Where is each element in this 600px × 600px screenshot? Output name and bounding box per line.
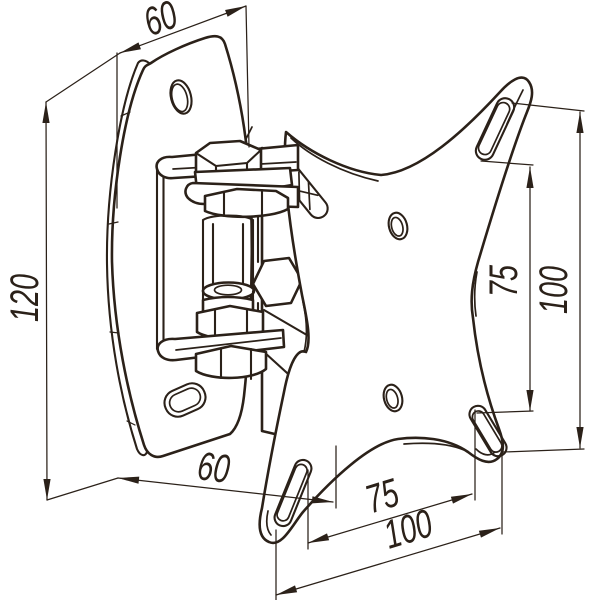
- arrow-bottom-75-right: [450, 494, 472, 504]
- vesa-center-hole-top: [387, 211, 409, 241]
- hex-nut-bottom-facets: [219, 347, 253, 381]
- dim-label-top-60: 60: [138, 0, 184, 45]
- hinge-assembly: [155, 126, 300, 381]
- wall-plate-top-hole: [169, 79, 193, 115]
- dim-label-right-100: 100: [531, 265, 576, 314]
- bracket-channel-wall: [155, 168, 165, 351]
- dimension-arrowheads: [42, 6, 584, 595]
- arrow-bottom-100-left: [276, 585, 298, 595]
- arrow-right-100-bottom: [576, 427, 584, 448]
- arrow-top-60-left: [120, 42, 141, 53]
- arrow-bottom-100-right: [478, 528, 500, 538]
- arrow-bottom-60-right: [311, 496, 333, 504]
- arrow-right-75-bottom: [526, 390, 534, 411]
- vesa-slot-bottom-left: [273, 458, 313, 528]
- dimension-lines: [45, 5, 581, 596]
- wall-plate-edge-ticks: [108, 111, 136, 426]
- arrow-120-bottom: [43, 479, 51, 500]
- dim-label-bottom-60: 60: [195, 444, 233, 492]
- washer-bore: [213, 284, 243, 296]
- hex-nut-upper-facets: [222, 188, 264, 218]
- arrow-bottom-60-left: [118, 476, 140, 484]
- hex-nut-upper: [203, 187, 290, 219]
- bracket-bottom-ear-edge: [175, 337, 282, 351]
- dim-label-left-120: 120: [2, 273, 47, 322]
- arrow-bottom-75-left: [308, 533, 330, 543]
- extension-lines: [45, 5, 585, 600]
- dim-label-right-75: 75: [481, 264, 526, 297]
- spacer-cylinder: [201, 214, 255, 293]
- vesa-slot-top-right: [474, 97, 516, 161]
- wall-plate-side-face: [105, 59, 152, 457]
- wall-plate-outline: [110, 34, 254, 459]
- hex-nut-bottom: [194, 344, 268, 380]
- arrow-top-60-right: [225, 6, 246, 17]
- arrow-right-75-top: [526, 167, 534, 188]
- arrow-right-100-top: [576, 112, 584, 133]
- wall-plate: [105, 34, 254, 459]
- arrow-120-top: [42, 102, 50, 123]
- vesa-center-hole-bottom: [382, 383, 404, 413]
- wall-plate-bottom-hole: [163, 382, 207, 418]
- vesa-plate-outline: [258, 76, 534, 545]
